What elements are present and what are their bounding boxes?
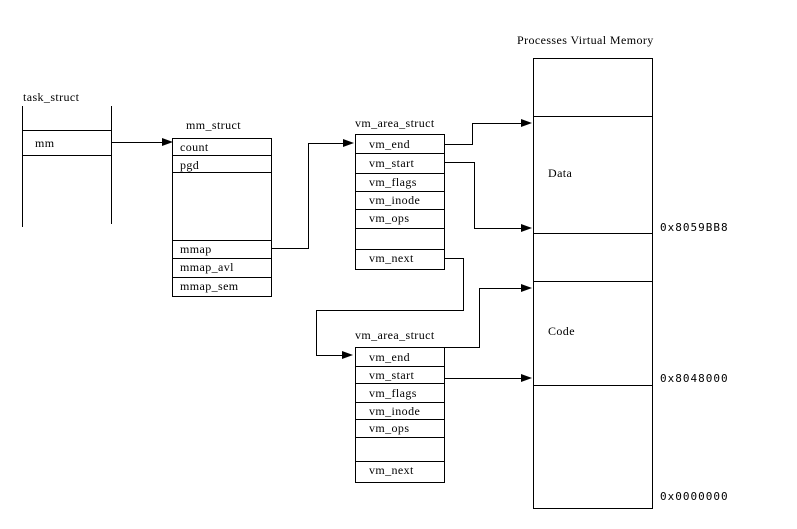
vm-area-top-row-vm-flags: vm_flags: [369, 175, 417, 189]
task-struct-mm-row-top: [22, 130, 112, 131]
task-struct-mm-row-bottom: [22, 155, 112, 156]
arrow-right-icon: [162, 138, 173, 146]
vm-area-bottom-row-vm-start: vm_start: [369, 368, 415, 382]
vm-area-bottom-row-vm-next: vm_next: [369, 463, 414, 477]
vm-area-top-row-vm-ops: vm_ops: [369, 211, 410, 225]
vm-area-bottom-divider: [355, 437, 445, 438]
mm-struct-divider: [172, 172, 272, 173]
memory-divider-code-bottom: [533, 385, 653, 386]
connector-line: [308, 143, 309, 249]
connector-line: [474, 228, 522, 229]
connector-line: [463, 258, 464, 311]
connector-line: [445, 144, 473, 145]
connector-line: [472, 123, 473, 145]
arrow-right-icon: [521, 119, 532, 127]
connector-line: [272, 248, 309, 249]
address-zero: 0x0000000: [660, 490, 729, 503]
vm-area-top-row-vm-end: vm_end: [369, 137, 411, 151]
vm-area-top-divider: [355, 191, 445, 192]
connector-line: [445, 162, 475, 163]
task-struct-right-edge: [111, 106, 112, 224]
mm-struct-box: [172, 138, 272, 297]
vm-area-top-divider: [355, 209, 445, 210]
task-struct-left-edge: [22, 106, 23, 227]
mm-struct-row-count: count: [180, 140, 209, 154]
vm-area-struct-top-title: vm_area_struct: [355, 116, 435, 130]
memory-divider-data-bottom: [533, 233, 653, 234]
vm-area-bottom-row-vm-ops: vm_ops: [369, 421, 410, 435]
vm-area-struct-top-box: [355, 134, 445, 270]
vm-area-bottom-row-vm-flags: vm_flags: [369, 386, 417, 400]
vm-area-struct-bottom-box: [355, 347, 445, 483]
mm-struct-divider: [172, 277, 272, 278]
vm-area-bottom-divider: [355, 383, 445, 384]
connector-line: [308, 143, 344, 144]
vm-area-top-divider: [355, 153, 445, 154]
address-data-start: 0x8059BB8: [660, 221, 729, 234]
arrow-right-icon: [521, 284, 532, 292]
connector-line: [472, 123, 522, 124]
task-struct-title: task_struct: [23, 90, 80, 104]
connector-line: [479, 288, 522, 289]
connector-line: [111, 142, 163, 143]
connector-line: [479, 288, 480, 348]
task-struct-mm-field: mm: [35, 136, 55, 150]
arrow-right-icon: [521, 224, 532, 232]
connector-line: [316, 310, 317, 356]
mm-struct-divider: [172, 240, 272, 241]
arrow-right-icon: [343, 139, 354, 147]
vm-area-struct-bottom-title: vm_area_struct: [355, 328, 435, 342]
mm-struct-row-mmap-avl: mmap_avl: [180, 260, 234, 274]
vm-area-bottom-divider: [355, 461, 445, 462]
connector-line: [445, 258, 464, 259]
mm-struct-divider: [172, 155, 272, 156]
mm-struct-divider: [172, 258, 272, 259]
vm-area-bottom-row-vm-inode: vm_inode: [369, 404, 421, 418]
mm-struct-title: mm_struct: [186, 118, 241, 132]
vm-area-bottom-divider: [355, 366, 445, 367]
memory-region-code: Code: [548, 324, 575, 338]
vm-area-top-divider: [355, 249, 445, 250]
vm-area-top-divider: [355, 228, 445, 229]
vm-area-bottom-divider: [355, 419, 445, 420]
memory-divider-data-top: [533, 116, 653, 117]
vm-area-top-divider: [355, 173, 445, 174]
connector-line: [316, 355, 343, 356]
mm-struct-row-pgd: pgd: [180, 158, 200, 172]
vm-area-top-row-vm-inode: vm_inode: [369, 193, 421, 207]
memory-divider-code-top: [533, 281, 653, 282]
vm-area-bottom-divider: [355, 402, 445, 403]
memory-region-data: Data: [548, 166, 573, 180]
connector-line: [474, 162, 475, 229]
virtual-memory-title: Processes Virtual Memory: [517, 33, 654, 47]
connector-line: [316, 310, 464, 311]
mm-struct-row-mmap-sem: mmap_sem: [180, 279, 239, 293]
arrow-right-icon: [521, 374, 532, 382]
virtual-memory-box: [533, 58, 653, 509]
address-code-start: 0x8048000: [660, 372, 729, 385]
connector-line: [445, 378, 522, 379]
mm-struct-row-mmap: mmap: [180, 242, 212, 256]
vm-area-bottom-row-vm-end: vm_end: [369, 350, 411, 364]
vm-area-top-row-vm-start: vm_start: [369, 156, 415, 170]
connector-line: [445, 347, 480, 348]
vm-area-top-row-vm-next: vm_next: [369, 251, 414, 265]
arrow-right-icon: [342, 351, 353, 359]
